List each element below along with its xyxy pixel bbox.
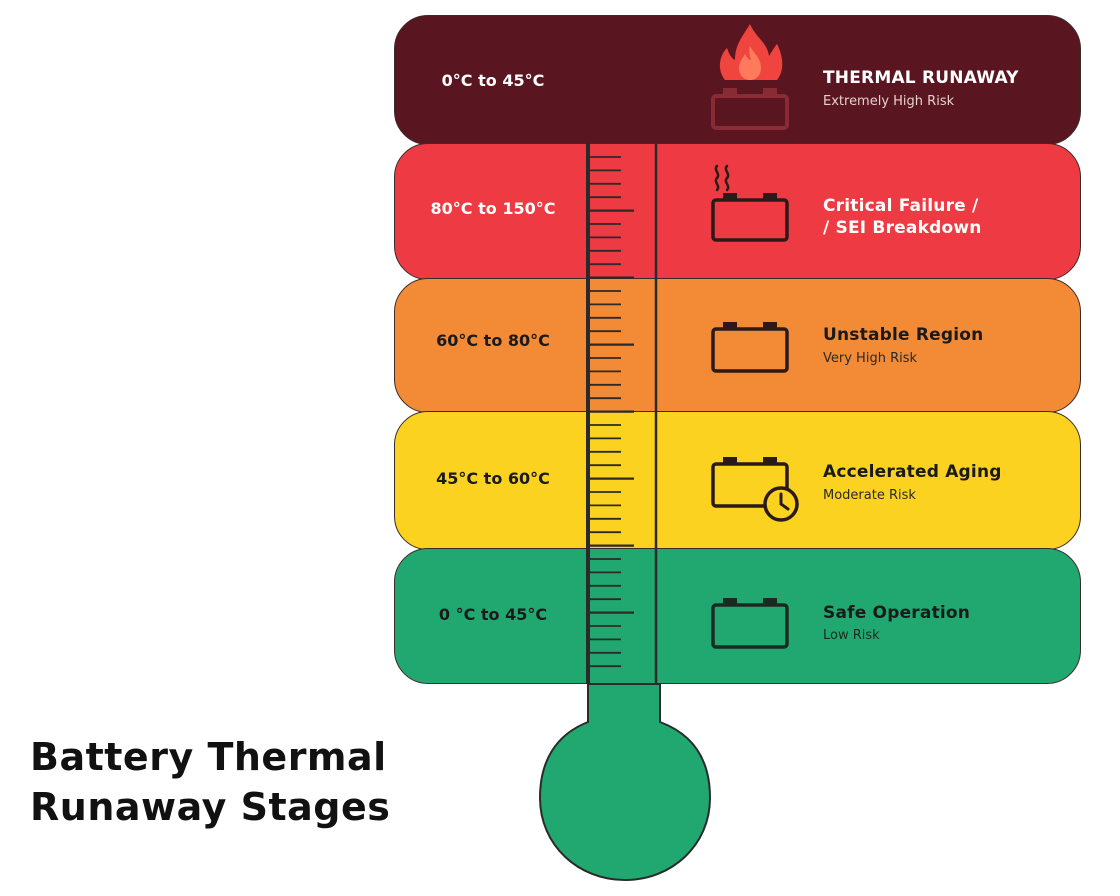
stage-title: THERMAL RUNAWAY (823, 68, 1019, 88)
stage-title-line2: / SEI Breakdown (823, 218, 982, 238)
stage-range: 60°C to 80°C (436, 331, 550, 350)
stage-subtitle: Low Risk (823, 628, 880, 643)
stage-title: Accelerated Aging (823, 462, 1002, 482)
stage-thermal-runaway: 0°C to 45°C THERMAL RUNAWAY Extremely Hi… (394, 15, 1081, 145)
stage-range: 45°C to 60°C (436, 469, 550, 488)
hot-battery-icon (711, 164, 789, 242)
stage-range: 0 °C to 45°C (438, 605, 548, 624)
thermometer-scale (586, 143, 658, 684)
stage-title: Safe Operation (823, 603, 971, 623)
stage-safe-operation: 0 °C to 45°C Safe Operation Low Risk (394, 548, 1081, 684)
thermometer-bulb (538, 683, 712, 882)
page-title: Battery Thermal Runaway Stages (30, 735, 391, 829)
stage-title-line1: Critical Failure / (823, 196, 979, 216)
battery-icon (711, 322, 789, 373)
battery-clock-icon (711, 457, 799, 522)
stage-subtitle: Moderate Risk (823, 488, 916, 503)
stage-subtitle: Very High Risk (823, 351, 918, 366)
battery-icon (711, 598, 789, 649)
stage-unstable-region: 60°C to 80°C Unstable Region Very High R… (394, 278, 1081, 413)
stage-range: 80°C to 150°C (430, 199, 556, 218)
stage-subtitle: Extremely High Risk (823, 94, 955, 109)
stage-range: 0°C to 45°C (441, 71, 545, 90)
stage-title: Unstable Region (823, 325, 984, 345)
stage-accelerated-aging: 45°C to 60°C Accelerated Aging Moderate … (394, 411, 1081, 550)
burning-battery-icon (711, 24, 789, 130)
